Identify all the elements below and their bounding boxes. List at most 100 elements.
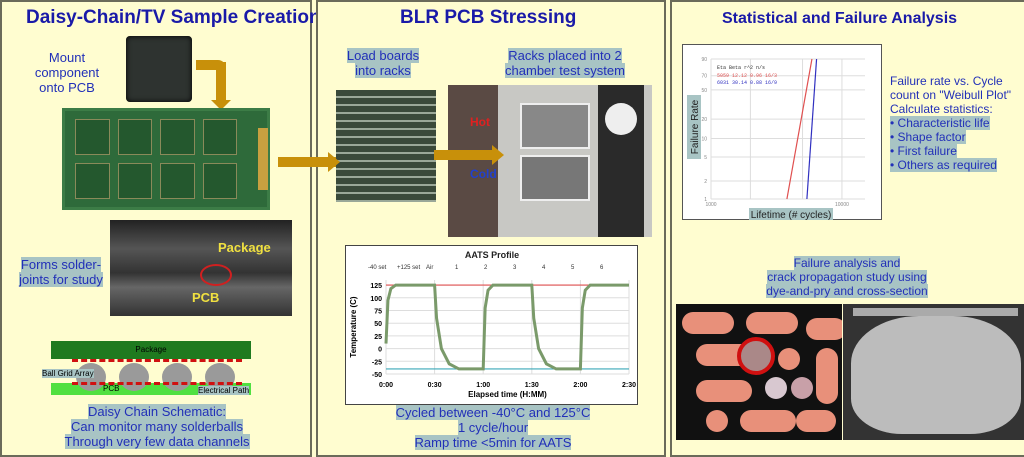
panel-failure-analysis: Statistical and Failure Analysis 1 2 5 10 20… xyxy=(670,0,1024,457)
gauge-dial xyxy=(605,103,637,135)
axis-label-bg xyxy=(749,208,833,220)
y-tick-label: 50 xyxy=(701,88,707,94)
y-tick-label: 100 xyxy=(370,296,382,303)
chip-image xyxy=(126,36,192,102)
legend-entry: 6 xyxy=(600,265,604,271)
hot-label: Hot xyxy=(470,115,490,129)
y-tick-label: 0 xyxy=(378,347,382,354)
schematic-package: Package xyxy=(51,341,251,359)
legend-entry: -40 set xyxy=(368,265,387,271)
arrow-icon xyxy=(434,150,492,160)
y-tick-label: -25 xyxy=(372,359,382,366)
panel-sample-creation: Daisy-Chain/TV Sample Creation Mount com… xyxy=(0,0,321,457)
x-axis-label: Elapsed time (H:MM) xyxy=(468,390,547,399)
chart-title: AATS Profile xyxy=(465,250,519,260)
edge-connector xyxy=(258,128,268,190)
y-tick-label: 2 xyxy=(704,179,707,185)
arrow-icon xyxy=(196,60,226,70)
legend-entry: 3 xyxy=(513,265,517,271)
bullet-item: • First failure xyxy=(890,144,957,158)
arrow-head-icon xyxy=(211,100,231,110)
series-line-0 xyxy=(786,58,813,200)
aats-chart-svg: AATS Profile -40 set +125 set Air 1 2 3 4 5 6 125 1… xyxy=(349,250,636,399)
highlight-circle xyxy=(200,264,232,286)
bullet-item: • Others as required xyxy=(890,158,997,172)
legend-header: Eta Beta r^2 n/s xyxy=(717,65,765,71)
schematic-caption: Daisy Chain Schematic: Can monitor many … xyxy=(64,404,250,449)
solder-ball-cross-section xyxy=(851,316,1021,434)
x-axis-label: Lifetime (# cycles) xyxy=(751,210,832,221)
arrow-icon xyxy=(216,62,226,102)
pcb-board-image xyxy=(62,108,270,210)
x-tick-label: 10000 xyxy=(835,202,849,208)
daisy-chain-schematic: Package PCB Ball Grid Array Electrical P… xyxy=(42,337,272,399)
dye-and-pry-photo xyxy=(676,304,842,440)
solder-ball xyxy=(162,363,192,391)
y-tick-label: 10 xyxy=(701,136,707,142)
solder-ball xyxy=(119,363,149,391)
series-line-1 xyxy=(806,58,818,200)
panel-pcb-stressing: BLR PCB Stressing Load boards into racks… xyxy=(308,0,666,457)
y-axis-label: Temperature (C) xyxy=(349,296,358,358)
x-tick-label: 0:00 xyxy=(379,382,393,389)
bullet-item: • Characteristic life xyxy=(890,116,990,130)
legend-entry: 2 xyxy=(484,265,488,271)
panel-title: BLR PCB Stressing xyxy=(400,7,577,28)
chamber-photo: Hot Cold xyxy=(448,85,652,237)
racks-text: Racks placed into 2 chamber test system xyxy=(505,48,625,78)
y-tick-label: 125 xyxy=(370,283,382,290)
cold-label: Cold xyxy=(470,167,497,181)
x-tick-label: 1:00 xyxy=(476,382,490,389)
y-tick-label: 75 xyxy=(374,308,382,315)
y-tick-label: 20 xyxy=(701,117,707,123)
panel-title: Statistical and Failure Analysis xyxy=(722,10,958,27)
legend-row: 5059 12.12 0.96 16/3 xyxy=(717,73,777,79)
y-tick-label: 25 xyxy=(374,334,382,341)
racks-photo xyxy=(336,90,436,202)
x-tick-label: 2:00 xyxy=(573,382,587,389)
legend-entry: 1 xyxy=(455,265,459,271)
y-tick-label: -50 xyxy=(372,372,382,379)
electrical-path-label: Electrical Path xyxy=(198,386,250,395)
arrow-icon xyxy=(278,157,314,167)
x-tick-label: 0:30 xyxy=(428,382,442,389)
forms-text: Forms solder- joints for study xyxy=(19,257,103,287)
ball-grid-array-label: Ball Grid Array xyxy=(42,369,94,378)
cold-chamber xyxy=(520,155,590,201)
pcb-label: PCB xyxy=(192,290,220,305)
weibull-text: Failure rate vs. Cycle count on "Weibull… xyxy=(890,74,1024,172)
arrow-head-icon xyxy=(328,152,340,172)
series-line-Air xyxy=(384,283,629,371)
mount-text: Mount component onto PCB xyxy=(34,50,100,95)
x-tick-label: 1000 xyxy=(705,202,716,208)
y-tick-label: 1 xyxy=(704,197,707,203)
load-text: Load boards into racks xyxy=(346,48,420,78)
arrow-icon xyxy=(308,157,336,167)
legend-entry: Air xyxy=(426,265,433,271)
package-pad xyxy=(853,308,1018,316)
electrical-path-line xyxy=(72,359,242,385)
arrow-head-icon xyxy=(492,145,504,165)
chamber-door xyxy=(448,85,498,237)
legend-entry: 4 xyxy=(542,265,546,271)
aats-chart: AATS Profile -40 set +125 set Air 1 2 3 4 5 6 125 1… xyxy=(345,245,638,405)
legend-entry: +125 set xyxy=(397,265,421,271)
package-label: Package xyxy=(218,240,271,255)
x-tick-label: 1:30 xyxy=(525,382,539,389)
bullet-item: • Shape factor xyxy=(890,130,966,144)
hot-chamber xyxy=(520,103,590,149)
y-tick-label: 50 xyxy=(374,321,382,328)
axis-label-bg xyxy=(687,95,701,159)
cycle-caption: Cycled between -40°C and 125°C 1 cycle/h… xyxy=(395,405,591,450)
y-axis-label: Failure Rate xyxy=(690,99,701,154)
y-tick-label: 5 xyxy=(704,155,707,161)
x-tick-label: 2:30 xyxy=(622,382,636,389)
legend-entry: 5 xyxy=(571,265,575,271)
cross-section-photo xyxy=(843,304,1024,440)
failure-analysis-text: Failure analysis and crack propagation s… xyxy=(766,256,928,298)
y-tick-label: 70 xyxy=(701,74,707,80)
y-tick-label: 90 xyxy=(701,57,707,63)
legend-row: 6031 30.14 0.88 16/9 xyxy=(717,80,777,86)
